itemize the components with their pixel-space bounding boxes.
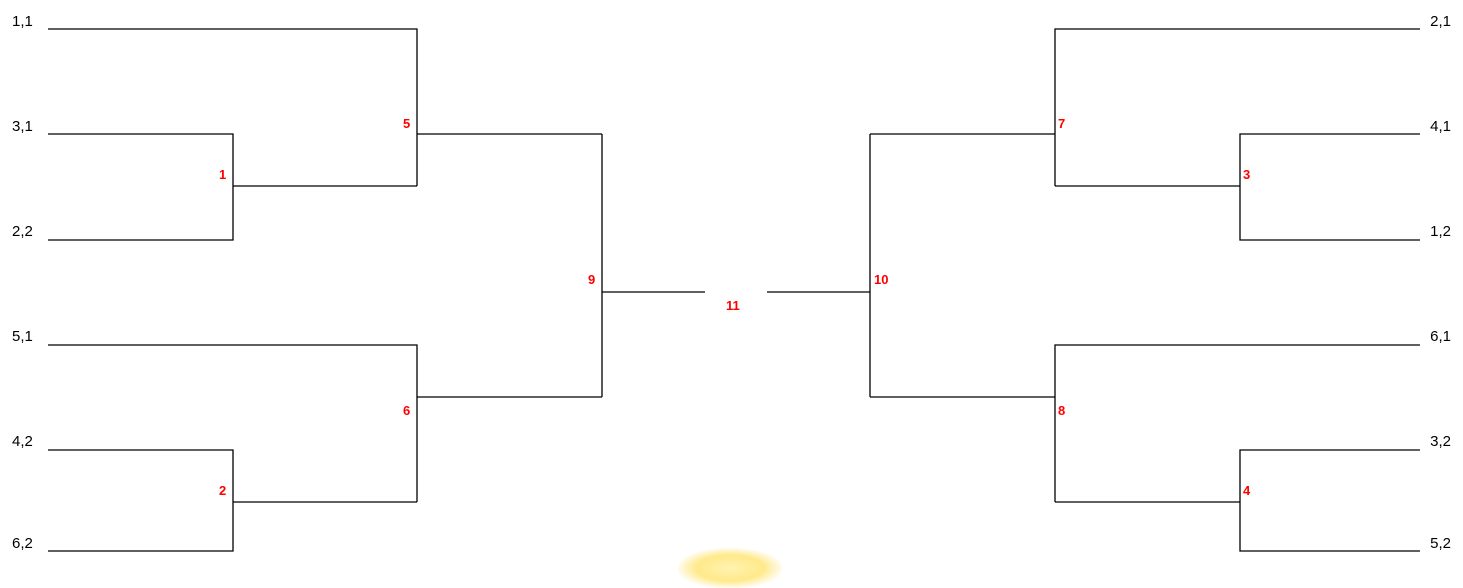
seed-right-5: 3,2 <box>1430 434 1451 450</box>
seed-right-2: 4,1 <box>1430 119 1451 135</box>
bracket-lines <box>0 0 1463 557</box>
seed-right-4: 6,1 <box>1430 329 1451 345</box>
seed-left-2: 3,1 <box>12 119 33 135</box>
seed-left-1: 1,1 <box>12 14 33 30</box>
left-seed-line-4-2 <box>48 450 233 551</box>
match-number-2: 2 <box>219 484 226 498</box>
match-number-5: 5 <box>403 117 410 131</box>
seed-right-1: 2,1 <box>1430 14 1451 30</box>
seed-right-6: 5,2 <box>1430 536 1451 552</box>
match-number-4: 4 <box>1243 484 1250 498</box>
right-seed-line-3-2 <box>1240 450 1420 551</box>
right-seed-line-4-1 <box>1240 134 1420 240</box>
match-number-8: 8 <box>1058 404 1065 418</box>
left-seed-line-3-1 <box>48 134 233 240</box>
match-number-9: 9 <box>588 273 595 287</box>
match-number-1: 1 <box>219 168 226 182</box>
seed-left-6: 6,2 <box>12 536 33 552</box>
match-number-11: 11 <box>726 299 740 313</box>
match-number-6: 6 <box>403 404 410 418</box>
match-number-10: 10 <box>874 273 888 287</box>
match-number-3: 3 <box>1243 168 1250 182</box>
right-seed-line-6-1 <box>1055 345 1420 502</box>
seed-left-5: 4,2 <box>12 434 33 450</box>
match-number-7: 7 <box>1058 117 1065 131</box>
right-seed-line-2-1 <box>1055 29 1420 186</box>
seed-left-4: 5,1 <box>12 329 33 345</box>
seed-right-3: 1,2 <box>1430 224 1451 240</box>
seed-left-3: 2,2 <box>12 224 33 240</box>
